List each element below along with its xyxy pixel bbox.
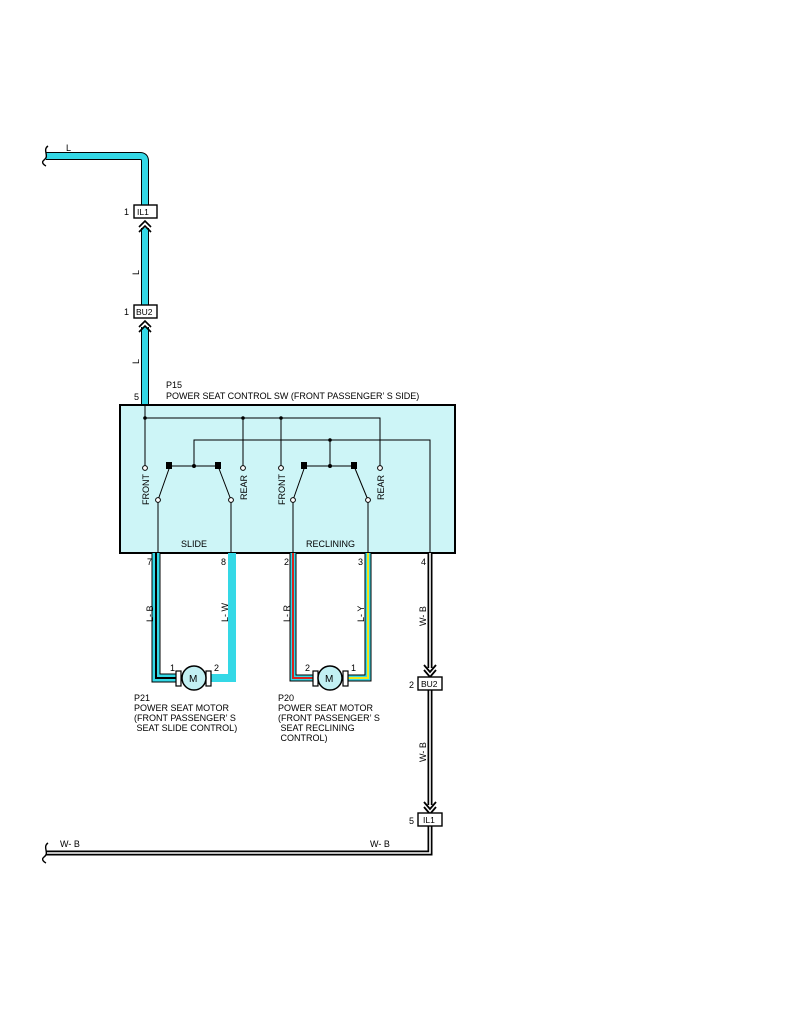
slide-motor-line-2: (FRONT PASSENGER’ S	[134, 713, 236, 723]
connector-il1-ground: 5 IL1	[409, 812, 443, 827]
pin-recline-rear: 3	[358, 557, 363, 567]
slide-front-label: FRONT	[141, 474, 151, 505]
recline-motor: M 2 1 P20 POWER SEAT MOTOR (FRONT PASSEN…	[278, 663, 380, 743]
wire-label-bottom-left: W- B	[60, 839, 80, 849]
pin-ground: 4	[421, 557, 426, 567]
slide-motor-wires	[151, 553, 236, 683]
recline-motor-symbol: M	[325, 674, 333, 685]
break-mark-top	[41, 145, 49, 167]
recline-rear-label: REAR	[376, 474, 386, 500]
slide-motor-line-1: POWER SEAT MOTOR	[134, 703, 230, 713]
recline-motor-line-3: SEAT RECLINING	[278, 723, 355, 733]
pin-recline-front: 2	[284, 557, 289, 567]
recline-label: RECLINING	[306, 539, 355, 549]
slide-motor-pin-2: 2	[214, 663, 219, 673]
recline-motor-wires	[289, 553, 372, 682]
pin-slide-front: 7	[147, 557, 152, 567]
svg-text:1: 1	[124, 207, 129, 217]
svg-text:1: 1	[124, 307, 129, 317]
recline-motor-line-2: (FRONT PASSENGER’ S	[278, 713, 380, 723]
recline-front-label: FRONT	[277, 474, 287, 505]
ground-wire	[46, 553, 437, 856]
wire-label-recline-right: L- Y	[356, 606, 366, 622]
wire-label-feed-1: L	[131, 270, 141, 275]
recline-motor-line-4: CONTROL)	[278, 733, 328, 743]
svg-text:5: 5	[409, 816, 414, 826]
slide-motor-line-3: SEAT SLIDE CONTROL)	[134, 723, 237, 733]
wire-label-slide-right: L- W	[220, 602, 230, 622]
break-mark-bottom	[41, 842, 49, 864]
connector-il1-top: 1 IL1	[124, 204, 158, 233]
pin-supply: 5	[134, 392, 139, 402]
wire-label-feed-2: L	[131, 359, 141, 364]
wire-label-slide-left: L- B	[145, 605, 155, 622]
recline-motor-pin-1: 1	[351, 663, 356, 673]
recline-motor-line-1: POWER SEAT MOTOR	[278, 703, 374, 713]
wire-label-recline-left: L- R	[282, 604, 292, 622]
svg-text:IL1: IL1	[137, 207, 149, 217]
slide-motor-pin-1: 1	[170, 663, 175, 673]
slide-motor-symbol: M	[189, 674, 197, 685]
svg-text:IL1: IL1	[423, 815, 435, 825]
wire-label-bottom-right: W- B	[370, 839, 390, 849]
wire-label-ground-lower: W- B	[418, 742, 428, 762]
wire-label-ground-upper: W- B	[418, 606, 428, 626]
recline-motor-code: P20	[278, 693, 294, 703]
svg-text:BU2: BU2	[136, 307, 153, 317]
pin-slide-rear: 8	[221, 557, 226, 567]
connector-bu2-ground: 2 BU2	[409, 676, 443, 691]
svg-text:2: 2	[409, 680, 414, 690]
slide-label: SLIDE	[181, 539, 207, 549]
wire-label-top: L	[66, 143, 71, 153]
slide-rear-label: REAR	[239, 474, 249, 500]
connector-bu2-top: 1 BU2	[124, 304, 158, 333]
switch-code: P15	[166, 380, 182, 390]
slide-motor-code: P21	[134, 693, 150, 703]
slide-motor: M 1 2 P21 POWER SEAT MOTOR (FRONT PASSEN…	[134, 663, 237, 733]
svg-text:BU2: BU2	[421, 679, 438, 689]
switch-title: POWER SEAT CONTROL SW (FRONT PASSENGER’ …	[166, 391, 419, 401]
supply-wire	[46, 152, 149, 405]
power-seat-control-switch: P15 POWER SEAT CONTROL SW (FRONT PASSENG…	[119, 380, 456, 567]
recline-motor-pin-2: 2	[305, 663, 310, 673]
